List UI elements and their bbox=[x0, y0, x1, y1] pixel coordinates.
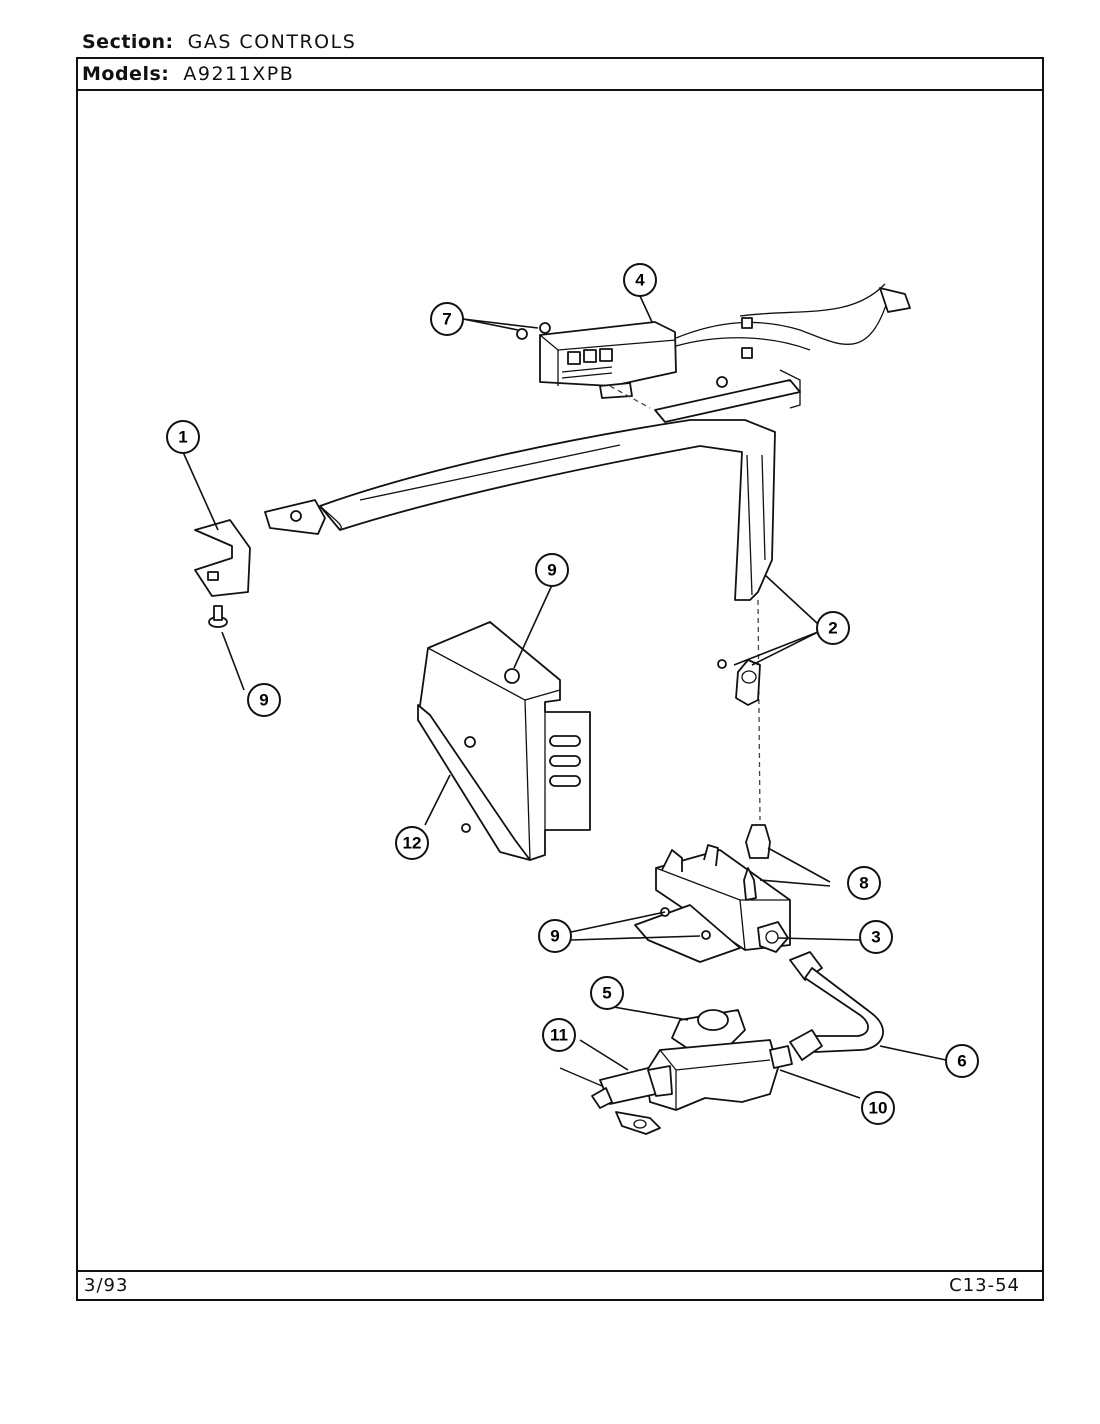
screw-part-left bbox=[208, 605, 228, 628]
callout-9-valve-label: 9 bbox=[550, 927, 559, 946]
callout-9-valve: 9 bbox=[538, 919, 572, 953]
section-label: Section: bbox=[82, 31, 174, 53]
burner-clip-part bbox=[717, 659, 761, 706]
callout-10-label: 10 bbox=[869, 1099, 888, 1118]
regulator-part bbox=[645, 1009, 793, 1111]
footer-divider bbox=[76, 1270, 1044, 1272]
callout-8: 8 bbox=[847, 866, 881, 900]
burner-tube bbox=[264, 369, 801, 821]
callout-3: 3 bbox=[859, 920, 893, 954]
callout-10: 10 bbox=[861, 1091, 895, 1125]
callout-4-label: 4 bbox=[635, 271, 645, 290]
callout-12-label: 12 bbox=[403, 834, 422, 853]
callout-12: 12 bbox=[395, 826, 429, 860]
igniter-part bbox=[516, 283, 911, 399]
section-value: GAS CONTROLS bbox=[187, 31, 357, 53]
callout-2-label: 2 bbox=[828, 619, 837, 638]
callout-9-cover-label: 9 bbox=[547, 561, 556, 580]
callout-5-label: 5 bbox=[602, 984, 611, 1003]
mounting-bracket-part bbox=[194, 519, 251, 597]
gas-tube-part bbox=[789, 951, 884, 1061]
callout-9-cover: 9 bbox=[535, 553, 569, 587]
callout-2: 2 bbox=[816, 611, 850, 645]
callout-6-label: 6 bbox=[957, 1052, 966, 1071]
footer-date: 3/93 bbox=[84, 1275, 129, 1296]
models-value: A9211XPB bbox=[183, 63, 295, 85]
footer-page-code: C13-54 bbox=[949, 1275, 1020, 1296]
callout-6: 6 bbox=[945, 1044, 979, 1078]
models-label: Models: bbox=[82, 63, 170, 85]
callout-4: 4 bbox=[623, 263, 657, 297]
callout-9-bracket: 9 bbox=[247, 683, 281, 717]
models-line: Models: A9211XPB bbox=[82, 63, 294, 85]
callout-7: 7 bbox=[430, 302, 464, 336]
section-line: Section: GAS CONTROLS bbox=[82, 31, 356, 53]
callout-7-label: 7 bbox=[442, 310, 451, 329]
header-divider bbox=[76, 89, 1044, 91]
callout-9-bracket-label: 9 bbox=[259, 691, 268, 710]
leader-lines bbox=[182, 295, 947, 1099]
fitting-part bbox=[757, 921, 789, 953]
callout-11-label: 11 bbox=[550, 1026, 568, 1045]
callout-3-label: 3 bbox=[871, 928, 880, 947]
cover-box-part bbox=[417, 621, 591, 861]
callout-11: 11 bbox=[542, 1018, 576, 1052]
callout-1-label: 1 bbox=[178, 428, 187, 447]
callout-8-label: 8 bbox=[859, 874, 868, 893]
page-frame bbox=[76, 57, 1044, 1301]
valve-stem-part bbox=[559, 1065, 673, 1135]
orifice-hood-part bbox=[634, 824, 791, 963]
callout-1: 1 bbox=[166, 420, 200, 454]
callout-5: 5 bbox=[590, 976, 624, 1010]
